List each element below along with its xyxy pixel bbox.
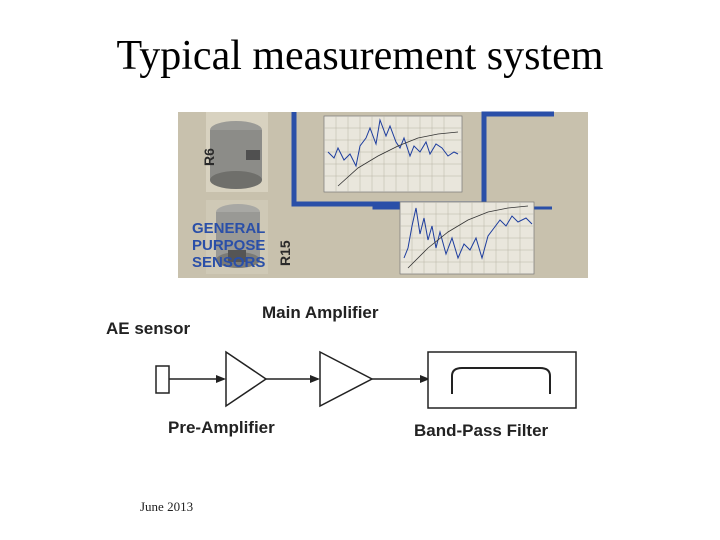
pre-amplifier-symbol [225,350,268,408]
sensor-r15-label: R15 [277,240,293,266]
main-amplifier-symbol [319,350,374,408]
arrow-to-preamp [216,375,226,383]
main-amplifier-label: Main Amplifier [262,303,379,322]
caption-line-2: PURPOSE [192,237,265,254]
sensor-product-photo: R6 R15 GENERAL PURPOSE SENSORS [178,108,588,278]
arrow-to-filter [420,375,430,383]
ae-sensor-box [155,365,170,394]
filter-response-curve [451,367,551,394]
sensor-r6-label: R6 [201,148,217,166]
caption-line-1: GENERAL [192,220,265,237]
pre-amplifier-label: Pre-Amplifier [168,418,275,437]
arrow-to-main-amp [310,375,320,383]
sensor-photo-illustration: R6 R15 GENERAL PURPOSE SENSORS [178,108,588,278]
ae-sensor-label: AE sensor [106,319,190,338]
caption-line-3: SENSORS [192,254,265,271]
slide-title: Typical measurement system [116,33,604,79]
slide-footer-date: June 2013 [140,499,194,514]
band-pass-filter-label: Band-Pass Filter [414,421,549,440]
band-pass-filter-box [427,351,577,409]
